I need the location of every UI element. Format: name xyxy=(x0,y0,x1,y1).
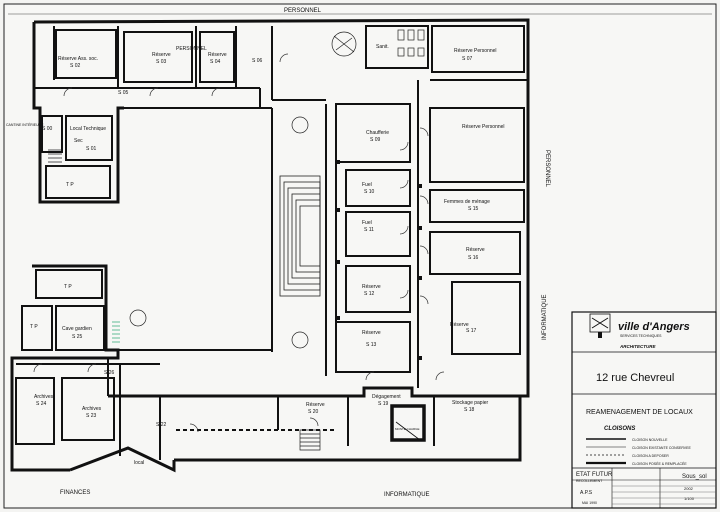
room-femmes-menage-num: S 15 xyxy=(468,206,479,212)
room-tp-top: T P xyxy=(66,182,74,188)
phase-label: A.P.S xyxy=(580,490,593,496)
sanitary-fixtures xyxy=(397,29,425,57)
legend-label-3: CLOISON POSÉE & REMPLACÉE xyxy=(632,461,687,466)
door-swings xyxy=(33,53,445,433)
room-s26: S 26 xyxy=(104,370,115,376)
room-fuel-a-num: S 10 xyxy=(364,189,375,195)
room-reserve-s20-num: S 20 xyxy=(308,409,319,415)
legend: CLOISON NOUVELLE CLOISON EXISTANTE CONSE… xyxy=(586,438,691,466)
brand-name: ville d'Angers xyxy=(618,321,690,333)
room-reserve-ass-soc-num: S 02 xyxy=(70,63,81,69)
project-title: REAMENAGEMENT DE LOCAUX xyxy=(586,409,693,416)
room-reserve-s13-num: S 13 xyxy=(366,342,377,348)
room-degagement-num: S 19 xyxy=(378,401,389,407)
room-archives-b-num: S 23 xyxy=(86,413,97,419)
edge-label-bottom-center: INFORMATIQUE xyxy=(384,492,430,498)
room-stockage-papier: Stockage papier xyxy=(452,400,488,406)
legend-label-2: CLOISON A DEPOSER xyxy=(632,454,669,458)
revision-table-lines xyxy=(612,485,716,505)
room-fuel-b-num: S 11 xyxy=(364,227,374,233)
outer-walls xyxy=(10,18,530,473)
legend-label-0: CLOISON NOUVELLE xyxy=(632,438,668,442)
room-reserve-s04-num: S 04 xyxy=(210,59,221,65)
small-stairs xyxy=(48,31,357,451)
edge-label-top: PERSONNEL xyxy=(284,8,322,14)
room-local-technique: Local Technique xyxy=(70,126,106,132)
room-personnel-inner: PERSONNEL xyxy=(176,46,207,52)
room-chaufferie-num: S 09 xyxy=(370,137,381,143)
room-cave-gardien: Cave gardien xyxy=(62,326,92,332)
room-reserve-s17-num: S 17 xyxy=(466,328,477,334)
room-reserve-ass-soc: Réserve Ass. soc. xyxy=(58,56,98,62)
room-local-technique-2: Sec xyxy=(74,138,83,144)
room-archives-b: Archives xyxy=(82,406,102,412)
room-s06: S 06 xyxy=(252,58,263,64)
room-s00: S 00 xyxy=(42,126,53,132)
room-s01: S 01 xyxy=(86,146,97,152)
edge-label-bottom-left: FINANCES xyxy=(60,490,90,496)
room-reserve-s12: Réserve xyxy=(362,284,381,290)
scale-label: 1/100 xyxy=(684,496,695,501)
room-fuel-b: Fuel xyxy=(362,220,372,226)
city-logo xyxy=(589,313,611,338)
section-title: CLOISONS xyxy=(604,426,635,432)
room-s22: S 22 xyxy=(156,422,167,428)
room-archives-a: Archives xyxy=(34,394,54,400)
title-block: ville d'Angers SERVICES TECHNIQUES ARCHI… xyxy=(571,311,717,509)
room-reserve-s03: Réserve xyxy=(152,52,171,58)
room-femmes-menage: Femmes de ménage xyxy=(444,199,490,205)
room-reserve-s20: Réserve xyxy=(306,402,325,408)
address-title: 12 rue Chevreul xyxy=(596,372,674,384)
state-label: ETAT FUTUR xyxy=(576,472,613,478)
edge-label-left: CANTINE INTÉRIEURE xyxy=(6,122,44,127)
level-label: Sous_sol xyxy=(682,474,707,480)
room-sanitaires: Sanit. xyxy=(376,44,389,50)
central-stairs xyxy=(279,175,321,297)
pillars xyxy=(336,160,422,360)
room-fuel-a: Fuel xyxy=(362,182,372,188)
room-reserve-s03-num: S 03 xyxy=(156,59,167,65)
room-degagement: Dégagement xyxy=(372,394,401,400)
room-archives-a-num: S 24 xyxy=(36,401,47,407)
room-stockage-papier-num: S 18 xyxy=(464,407,475,413)
room-monte-charge: MONTE CHARGE xyxy=(395,427,420,431)
room-reserve-s04: Réserve xyxy=(208,52,227,58)
room-reserve-s16-num: S 16 xyxy=(468,255,479,261)
room-s05: S 05 xyxy=(118,90,129,96)
room-local: local xyxy=(134,460,144,466)
brand-subtitle: SERVICES TECHNIQUES xyxy=(620,334,662,338)
room-tp-mid: T P xyxy=(64,284,72,290)
drawing-number: 2002 xyxy=(684,486,694,491)
room-reserve-s16: Réserve xyxy=(466,247,485,253)
state-sub-label: RECOLLEMENT xyxy=(576,479,603,483)
room-cave-gardien-num: S 25 xyxy=(72,334,83,340)
room-reserve-s13: Réserve xyxy=(362,330,381,336)
inner-walls xyxy=(15,25,528,460)
room-chaufferie: Chaufferie xyxy=(366,130,389,136)
edge-label-right: PERSONNEL xyxy=(544,150,550,188)
legend-label-1: CLOISON EXISTANTE CONSERVEE xyxy=(632,446,691,450)
room-reserve-s17: Réserve xyxy=(450,322,469,328)
date-label: MAI 1990 xyxy=(582,501,597,505)
room-reserve-personnel-mid: Réserve Personnel xyxy=(462,124,505,130)
department-name: ARCHITECTURE xyxy=(619,344,656,349)
room-reserve-s12-num: S 12 xyxy=(364,291,375,297)
room-tp-left: T P xyxy=(30,324,38,330)
elevator-symbol xyxy=(395,421,421,441)
room-labels: Réserve Ass. soc. S 02 Réserve S 03 PERS… xyxy=(30,44,505,466)
room-reserve-personnel-top: Réserve Personnel xyxy=(454,48,497,54)
edge-label-right-lower: INFORMATIQUE xyxy=(542,294,548,340)
room-reserve-personnel-top-num: S 07 xyxy=(462,56,473,62)
